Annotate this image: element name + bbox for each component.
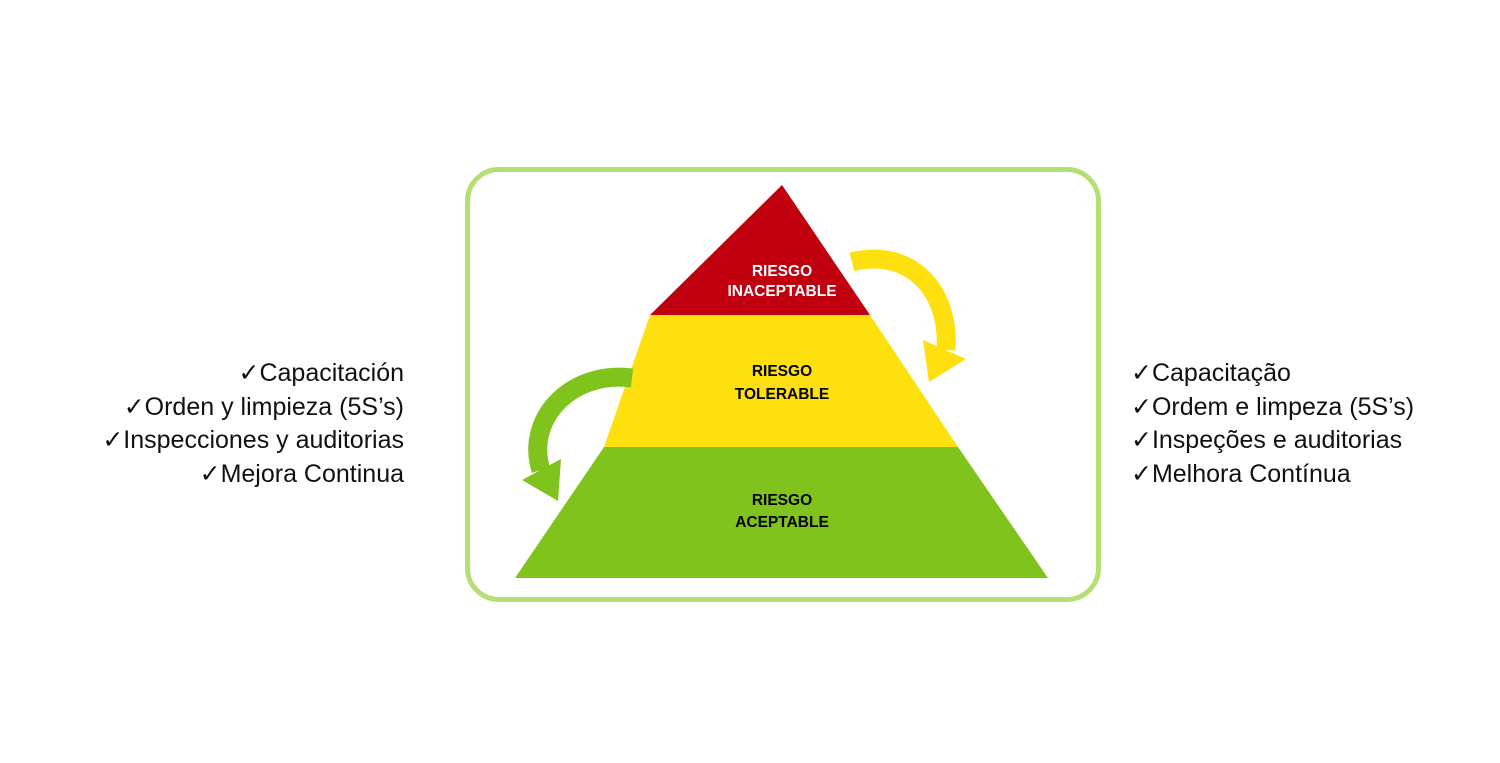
curved-arrow-down-right-icon	[849, 249, 966, 382]
check-icon: ✓	[199, 459, 221, 488]
check-icon: ✓	[1131, 359, 1152, 387]
check-icon: ✓	[238, 359, 260, 387]
curved-arrow-down-left-icon	[522, 367, 634, 501]
level-label: TOLERABLE	[735, 386, 829, 403]
list-item: ✓Inspeções e auditorias	[1131, 426, 1403, 454]
controls-list-portuguese: ✓Capacitação ✓Ordem e limpeza (5S’s) ✓In…	[1131, 357, 1414, 491]
controls-list-spanish: ✓Capacitación ✓Orden y limpieza (5S’s) ✓…	[102, 357, 404, 491]
level-tolerable	[604, 315, 958, 447]
list-item: ✓Ordem e limpeza (5S’s)	[1131, 392, 1415, 421]
list-item: ✓Mejora Continua	[199, 459, 404, 488]
list-item: ✓Orden y limpieza (5S’s)	[123, 392, 404, 421]
check-icon: ✓	[1131, 392, 1152, 421]
check-icon: ✓	[1131, 426, 1152, 454]
check-icon: ✓	[102, 426, 124, 454]
level-unacceptable	[650, 185, 870, 315]
list-item: ✓Capacitación	[238, 359, 404, 387]
diagram-frame	[465, 167, 1101, 602]
level-label: RIESGO	[752, 363, 812, 380]
list-item: ✓Inspecciones y auditorias	[102, 426, 404, 454]
list-item: ✓Melhora Contínua	[1131, 459, 1351, 488]
level-label: INACEPTABLE	[727, 283, 836, 300]
level-label: RIESGO	[752, 492, 812, 509]
level-label: ACEPTABLE	[735, 514, 829, 531]
list-item: ✓Capacitação	[1131, 359, 1291, 387]
level-label: RIESGO	[752, 263, 812, 280]
check-icon: ✓	[1131, 459, 1152, 488]
level-acceptable	[515, 447, 1048, 578]
check-icon: ✓	[123, 392, 145, 421]
